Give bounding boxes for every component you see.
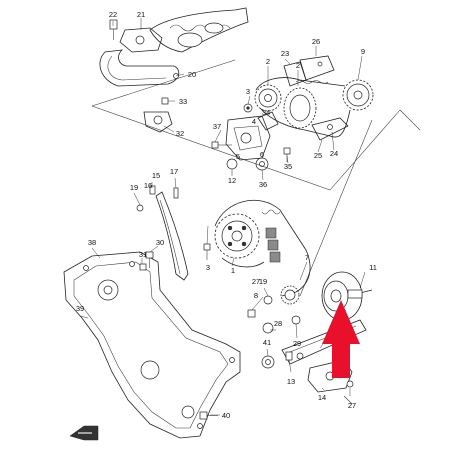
- part-label-6: 6: [260, 150, 264, 159]
- part-label-1: 1: [231, 266, 235, 275]
- part-label-19b: 19: [259, 277, 267, 286]
- crank-sprocket: [280, 285, 300, 305]
- part-label-9: 9: [361, 47, 365, 56]
- part-label-28: 28: [274, 319, 282, 328]
- part-label-11: 11: [369, 263, 377, 272]
- part-label-27b: 27: [348, 401, 356, 410]
- part-label-2a: 2: [266, 57, 270, 66]
- part-label-39: 39: [76, 304, 84, 313]
- part-number-labels: 22 21 20 33 32 23 26 9 2 2 3 34 4 37 5 6…: [76, 10, 377, 420]
- lower-timing-chain: [214, 199, 311, 297]
- bolt-30-31: [139, 251, 154, 271]
- part-label-37: 37: [213, 122, 221, 131]
- part-label-13: 13: [287, 377, 295, 386]
- crank-pulley: [321, 271, 373, 321]
- upper-tensioner: [109, 19, 163, 53]
- chain-tensioner-blocks: [265, 227, 281, 263]
- part-label-8: 8: [254, 291, 258, 300]
- bolt-40: [199, 411, 218, 420]
- chain-guide-upper-bracket: [283, 55, 335, 87]
- tensioner-bracket-assembly: [225, 103, 279, 171]
- part-label-17: 17: [170, 167, 178, 176]
- part-label-3a: 3: [246, 87, 250, 96]
- part-label-5: 5: [236, 152, 240, 161]
- part-label-4: 4: [252, 117, 256, 126]
- main-sprocket: [214, 213, 260, 259]
- chain-guide-right-small: [311, 117, 349, 141]
- left-chain-guide: [136, 185, 189, 281]
- bolt-3-lower: [203, 243, 211, 260]
- part-label-40: 40: [222, 411, 230, 420]
- part-label-36: 36: [259, 180, 267, 189]
- part-label-27a: 27: [252, 277, 260, 286]
- cam-sprocket-right: [342, 79, 374, 111]
- part-label-19: 19: [130, 183, 138, 192]
- part-label-21: 21: [137, 10, 145, 19]
- part-label-31: 31: [139, 250, 147, 259]
- upper-timing-chain: [255, 77, 351, 138]
- part-label-38: 38: [88, 238, 96, 247]
- part-label-41: 41: [263, 338, 271, 347]
- upper-chain-guide: [99, 49, 180, 87]
- part-label-22: 22: [109, 10, 117, 19]
- part-label-34: 34: [262, 108, 270, 117]
- part-label-16: 16: [144, 181, 152, 190]
- part-label-15: 15: [152, 171, 160, 180]
- part-label-25: 25: [314, 151, 322, 160]
- part-label-3b: 3: [206, 263, 210, 272]
- red-up-arrow-icon: [322, 300, 360, 378]
- part-label-14: 14: [318, 393, 326, 402]
- leader-lines: [79, 18, 366, 416]
- part-label-30: 30: [156, 238, 164, 247]
- bolt-33-sensor: [143, 97, 173, 133]
- camshaft-housing: [149, 7, 249, 53]
- small-parts-cluster: [247, 295, 301, 369]
- fr-direction-arrow-icon: [69, 425, 99, 441]
- part-label-23: 23: [281, 49, 289, 58]
- part-label-35: 35: [284, 162, 292, 171]
- part-label-26: 26: [312, 37, 320, 46]
- assembly-outline-lines: [91, 59, 421, 297]
- part-label-32: 32: [176, 129, 184, 138]
- part-label-33: 33: [179, 97, 187, 106]
- part-label-20: 20: [188, 70, 196, 79]
- part-label-7: 7: [305, 253, 309, 262]
- bolt-35: [283, 147, 291, 162]
- part-label-12: 12: [228, 176, 236, 185]
- part-label-29: 29: [293, 339, 301, 348]
- part-label-24: 24: [330, 149, 338, 158]
- timing-cover: [63, 251, 241, 439]
- part-label-2b: 2: [296, 61, 300, 70]
